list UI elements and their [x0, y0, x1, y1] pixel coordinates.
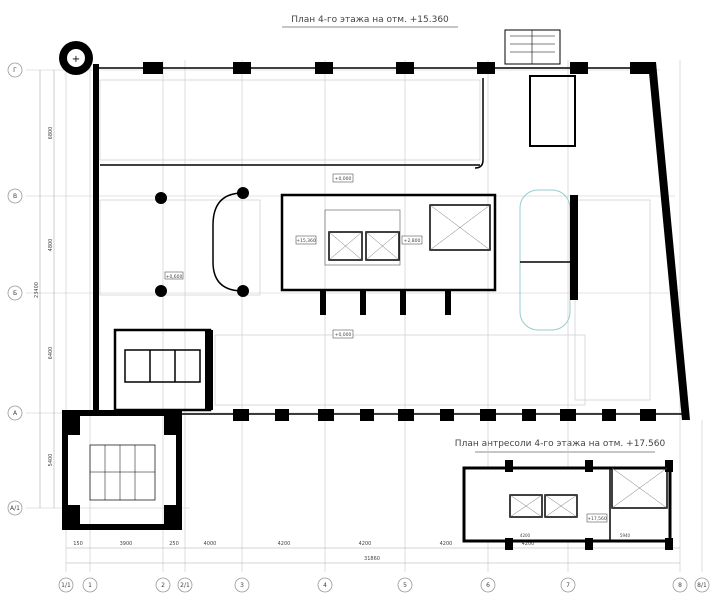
level-mark-lift-hall: +2,800 [404, 238, 421, 244]
dim-bottom: 4200 [278, 541, 291, 547]
dim-bottom: 4200 [440, 541, 453, 547]
axis-label: А [13, 410, 18, 417]
office-zones [99, 79, 651, 406]
axis-label: 5 [403, 582, 407, 589]
main-plan-title: План 4-го этажа на отм. +15.360 [291, 15, 449, 25]
mezzanine-dim: 5940 [620, 533, 631, 538]
level-mark-lounge: +0,600 [166, 274, 183, 280]
exterior-walls [93, 62, 690, 421]
round-tower-column: + [59, 41, 93, 75]
axis-label: 7 [566, 582, 570, 589]
dim-bottom: 3900 [120, 541, 133, 547]
dim-bottom: 150 [73, 541, 83, 547]
stair-tower [62, 410, 182, 530]
dim-bottom-total: 31860 [364, 556, 380, 562]
mezzanine-plan-title: План антресоли 4-го этажа на отм. +17.56… [455, 439, 666, 449]
axis-label: 1/1 [61, 582, 71, 589]
dimension-lines [39, 70, 680, 564]
axis-label: 6 [486, 582, 490, 589]
axis-label: Б [13, 290, 17, 297]
axis-label: 8/1 [697, 582, 707, 589]
level-mark-corridor: +0,000 [335, 176, 352, 182]
dim-left-total: 23400 [34, 282, 40, 298]
axis-label: В [13, 193, 17, 200]
central-core: +15,360 +2,800 [280, 193, 497, 315]
axis-label: 2/1 [180, 582, 190, 589]
dim-bottom: 250 [169, 541, 179, 547]
axis-label: А/1 [10, 505, 20, 512]
dim-left: 6800 [48, 127, 54, 140]
axis-label: 1 [88, 582, 92, 589]
mezzanine-plan: +17,560 4200 5940 [462, 460, 673, 550]
dim-left: 6400 [48, 347, 54, 360]
toilet-block [113, 328, 213, 412]
svg-text:+: + [72, 54, 80, 65]
dim-bottom: 4000 [204, 541, 217, 547]
level-mark-stair: +15,360 [296, 238, 316, 244]
axis-label: Г [13, 67, 17, 74]
dim-left: 4800 [48, 239, 54, 252]
dim-bottom: 4200 [359, 541, 372, 547]
top-right-staircase [474, 29, 576, 169]
dim-bottom: 4200 [522, 541, 535, 547]
lounge-area: +0,600 [155, 187, 249, 297]
axis-label: 3 [240, 582, 244, 589]
mezzanine-dim: 4200 [520, 533, 531, 538]
right-rooms [519, 189, 578, 331]
level-mark-corridor: +0,000 [335, 332, 352, 338]
axis-label: 4 [323, 582, 327, 589]
axis-label: 2 [161, 582, 165, 589]
level-mark-mezzanine: +17,560 [587, 516, 607, 522]
axis-label: 8 [678, 582, 682, 589]
dim-left: 5400 [48, 454, 54, 467]
